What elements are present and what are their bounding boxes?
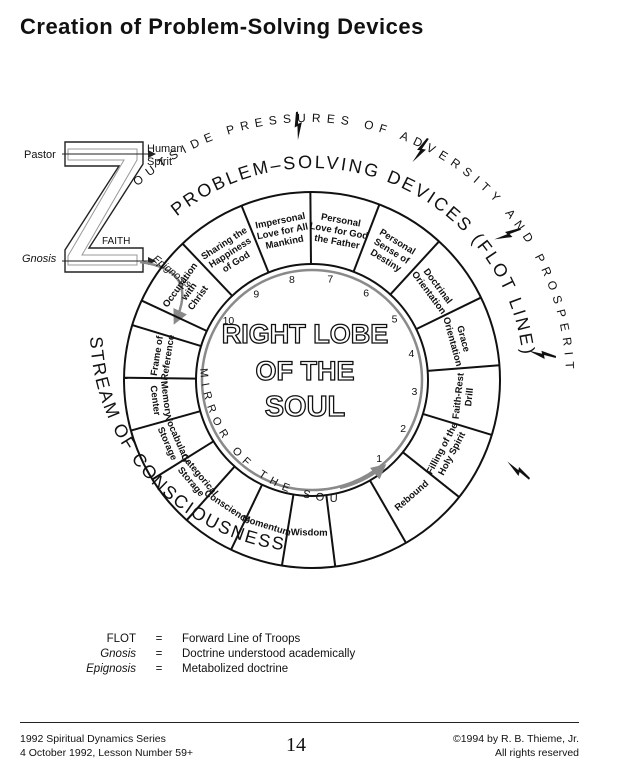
footer-lesson: 4 October 1992, Lesson Number 59+ xyxy=(20,747,194,759)
center-line-2: OF THE xyxy=(256,356,355,386)
z-figure xyxy=(62,141,156,273)
flot-segment-divider xyxy=(240,205,270,273)
flot-segment-label: Faith-RestDrill xyxy=(451,372,478,421)
stream-segment-divider xyxy=(124,376,197,380)
flot-segment-label: PersonalSense ofDestiny xyxy=(366,227,418,276)
faith-label: FAITH xyxy=(102,236,130,247)
footer-copyright: ©1994 by R. B. Thieme, Jr. xyxy=(452,733,579,745)
flot-segment-divider xyxy=(422,412,493,436)
center-line-1: RIGHT LOBE xyxy=(222,319,389,349)
flot-segment-number: 3 xyxy=(411,386,417,398)
legend-def: Forward Line of Troops xyxy=(182,633,301,645)
page-number: 14 xyxy=(286,734,306,756)
soul-diagram: Rebound 1 Filling of theHoly Spirit 2 Faith-… xyxy=(0,0,571,569)
flot-segment-divider xyxy=(389,240,440,296)
legend-def: Doctrine understood academically xyxy=(182,648,356,660)
footer-series: 1992 Spiritual Dynamics Series xyxy=(20,733,166,745)
footer-divider xyxy=(20,722,579,723)
stream-segment-divider xyxy=(325,494,337,567)
legend-term: Epignosis xyxy=(86,663,136,675)
flot-segment-label: Filling of theHoly Spirit xyxy=(425,421,471,481)
legend-eq: = xyxy=(155,633,163,645)
flot-segment-divider xyxy=(352,204,381,273)
flot-segment-divider xyxy=(369,479,407,544)
legend-definitions: Forward Line of Troops Doctrine understo… xyxy=(182,632,355,677)
flot-segment-number: 5 xyxy=(392,313,398,325)
flot-segment-label: DoctrinalOrientation xyxy=(409,263,457,317)
legend-equals: = = = xyxy=(152,632,166,677)
stream-segment-divider xyxy=(230,484,263,551)
lightning-bolt-icon xyxy=(528,350,556,360)
epignosis-arrow xyxy=(139,260,187,325)
legend-eq: = xyxy=(155,648,163,660)
wheel-rings xyxy=(123,191,501,569)
stream-segment-label: Frame ofReference xyxy=(148,332,177,381)
lightning-bolt-icon xyxy=(294,111,302,141)
lightning-bolts xyxy=(294,111,556,480)
flot-segment-number: 4 xyxy=(408,348,414,360)
flot-segment-divider xyxy=(427,364,500,372)
flot-segment-divider xyxy=(141,299,208,332)
flot-segment-number: 10 xyxy=(223,315,235,327)
legend-terms: FLOT Gnosis Epignosis xyxy=(40,632,136,677)
stream-segment-divider xyxy=(280,494,295,566)
stream-segment-label: MemoryCenter xyxy=(147,380,174,420)
legend-eq: = xyxy=(155,663,163,675)
footer-rights: All rights reserved xyxy=(494,747,579,759)
flot-segment-number: 6 xyxy=(363,287,369,299)
stream-segment-divider xyxy=(185,465,236,521)
flot-segment-number: 1 xyxy=(376,453,382,465)
flot-segment-label: Rebound xyxy=(393,478,431,513)
pastor-label: Pastor xyxy=(24,149,56,161)
flot-segment-divider xyxy=(181,242,233,297)
flot-segment-divider xyxy=(415,296,482,331)
footer-right: ©1994 by R. B. Thieme, Jr. All rights re… xyxy=(420,732,579,760)
lightning-bolt-icon xyxy=(494,228,521,240)
gnosis-label: Gnosis xyxy=(22,253,57,265)
center-label: RIGHT LOBE OF THE SOUL xyxy=(221,318,389,423)
stream-segment-divider xyxy=(131,324,202,348)
lightning-bolt-icon xyxy=(412,138,429,163)
legend-term: FLOT xyxy=(106,633,136,645)
human-spirit-label: Human xyxy=(147,143,182,155)
flot-segment-label: GraceOrientation xyxy=(440,313,475,368)
page-title: Creation of Problem-Solving Devices xyxy=(20,14,424,39)
flot-segment-label: PersonalLove for Godthe Father xyxy=(307,210,371,253)
stream-segment-label: Wisdom xyxy=(291,527,328,539)
stream-segment-divider xyxy=(130,410,201,432)
legend-term: Gnosis xyxy=(100,648,136,660)
legend-def: Metabolized doctrine xyxy=(182,663,289,675)
center-line-3: SOUL xyxy=(265,391,346,423)
footer-left: 1992 Spiritual Dynamics Series 4 October… xyxy=(20,732,193,760)
human-spirit-label-2: Spirit xyxy=(147,156,172,168)
stream-segment-divider xyxy=(151,440,215,481)
flot-segment-number: 7 xyxy=(327,274,333,286)
inner-ring-arrow xyxy=(339,464,387,490)
flot-segment-divider xyxy=(402,451,460,498)
flot-segment-number: 8 xyxy=(289,274,295,286)
flot-segment-number: 9 xyxy=(253,288,259,300)
flot-segment-divider xyxy=(309,191,312,265)
flot-segment-number: 2 xyxy=(400,423,406,435)
lightning-bolt-icon xyxy=(507,461,530,480)
flot-segment-label: ImpersonalLove for AllMankind xyxy=(254,211,311,254)
